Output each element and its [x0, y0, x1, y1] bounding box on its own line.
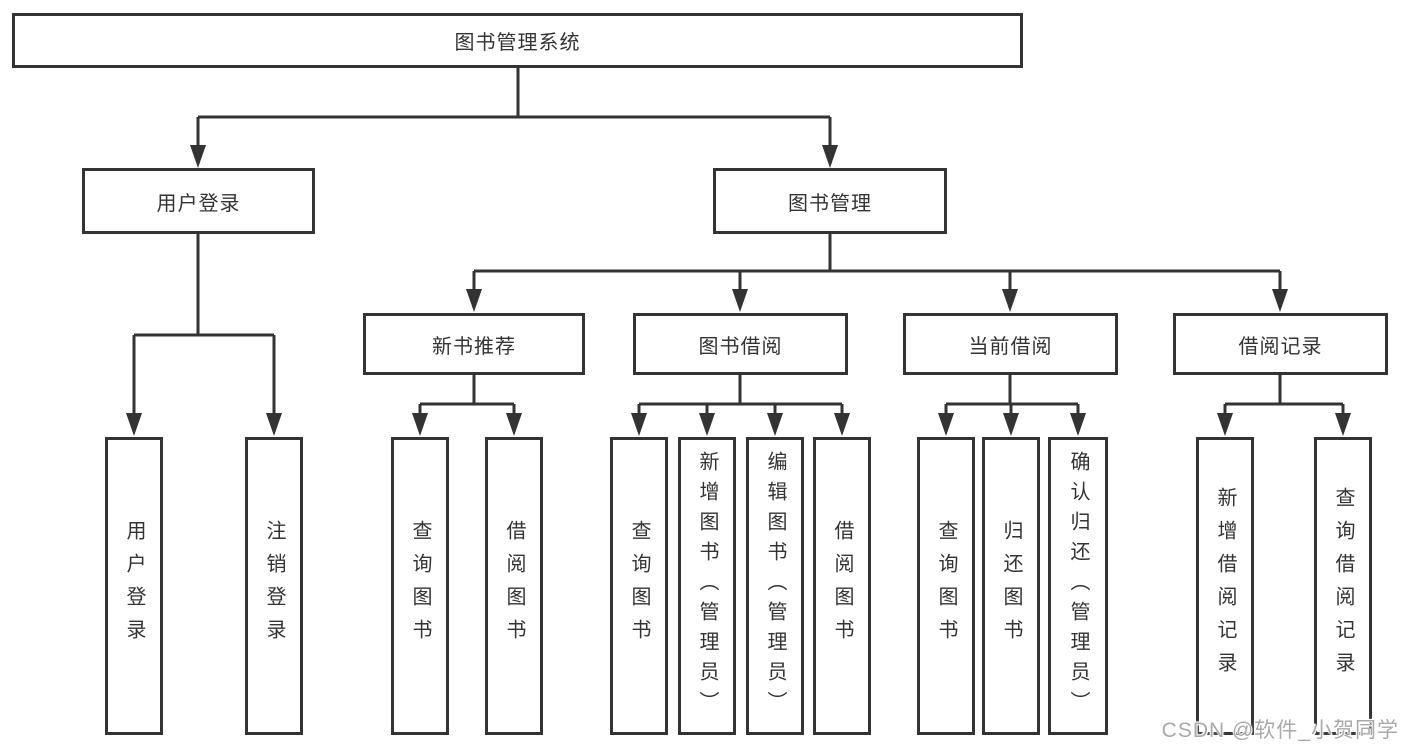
node-borrow-record-label: 借阅记录	[1238, 335, 1323, 358]
leaf-query-book-3: 查询图书	[917, 437, 975, 735]
leaf-query-book-1-label: 查询图书	[409, 520, 431, 652]
leaf-borrow-book-2: 借阅图书	[813, 437, 871, 735]
leaf-query-borrow-record: 查询借阅记录	[1314, 437, 1372, 735]
node-current-borrow-label: 当前借阅	[968, 335, 1053, 358]
node-user-login: 用户登录	[82, 168, 315, 234]
watermark: CSDN @软件_小贺同学	[1161, 719, 1399, 742]
leaf-edit-book-admin-label: 编辑图书（管理员）	[764, 451, 786, 721]
leaf-user-login: 用户登录	[105, 437, 163, 735]
leaf-borrow-book-1-label: 借阅图书	[503, 520, 525, 652]
leaf-confirm-return-admin-label: 确认归还（管理员）	[1067, 451, 1089, 721]
node-book-borrow-label: 图书借阅	[698, 335, 783, 358]
leaf-add-borrow-record: 新增借阅记录	[1196, 437, 1254, 735]
node-book-management-label: 图书管理	[788, 192, 872, 215]
leaf-query-book-2: 查询图书	[610, 437, 668, 735]
leaf-return-book: 归还图书	[982, 437, 1040, 735]
leaf-user-login-label: 用户登录	[123, 520, 145, 652]
leaf-borrow-book-2-label: 借阅图书	[831, 520, 853, 652]
leaf-add-book-admin-label: 新增图书（管理员）	[696, 451, 718, 721]
leaf-add-borrow-record-label: 新增借阅记录	[1214, 487, 1236, 685]
node-new-book-recommend: 新书推荐	[363, 313, 585, 375]
node-borrow-record: 借阅记录	[1173, 313, 1388, 375]
node-root-system: 图书管理系统	[12, 13, 1023, 68]
leaf-query-book-2-label: 查询图书	[628, 520, 650, 652]
leaf-query-borrow-record-label: 查询借阅记录	[1332, 487, 1354, 685]
leaf-return-book-label: 归还图书	[1000, 520, 1022, 652]
node-user-login-label: 用户登录	[156, 192, 241, 215]
leaf-edit-book-admin: 编辑图书（管理员）	[746, 437, 804, 735]
leaf-query-book-3-label: 查询图书	[935, 520, 957, 652]
node-root-system-label: 图书管理系统	[454, 32, 581, 54]
leaf-logout-label: 注销登录	[263, 520, 285, 652]
node-book-borrow: 图书借阅	[633, 313, 848, 375]
leaf-borrow-book-1: 借阅图书	[485, 437, 543, 735]
leaf-query-book-1: 查询图书	[391, 437, 449, 735]
node-current-borrow: 当前借阅	[903, 313, 1118, 375]
node-new-book-recommend-label: 新书推荐	[432, 335, 516, 358]
leaf-confirm-return-admin: 确认归还（管理员）	[1048, 437, 1108, 735]
leaf-logout: 注销登录	[245, 437, 303, 735]
node-book-management: 图书管理	[713, 168, 947, 234]
leaf-add-book-admin: 新增图书（管理员）	[678, 437, 736, 735]
